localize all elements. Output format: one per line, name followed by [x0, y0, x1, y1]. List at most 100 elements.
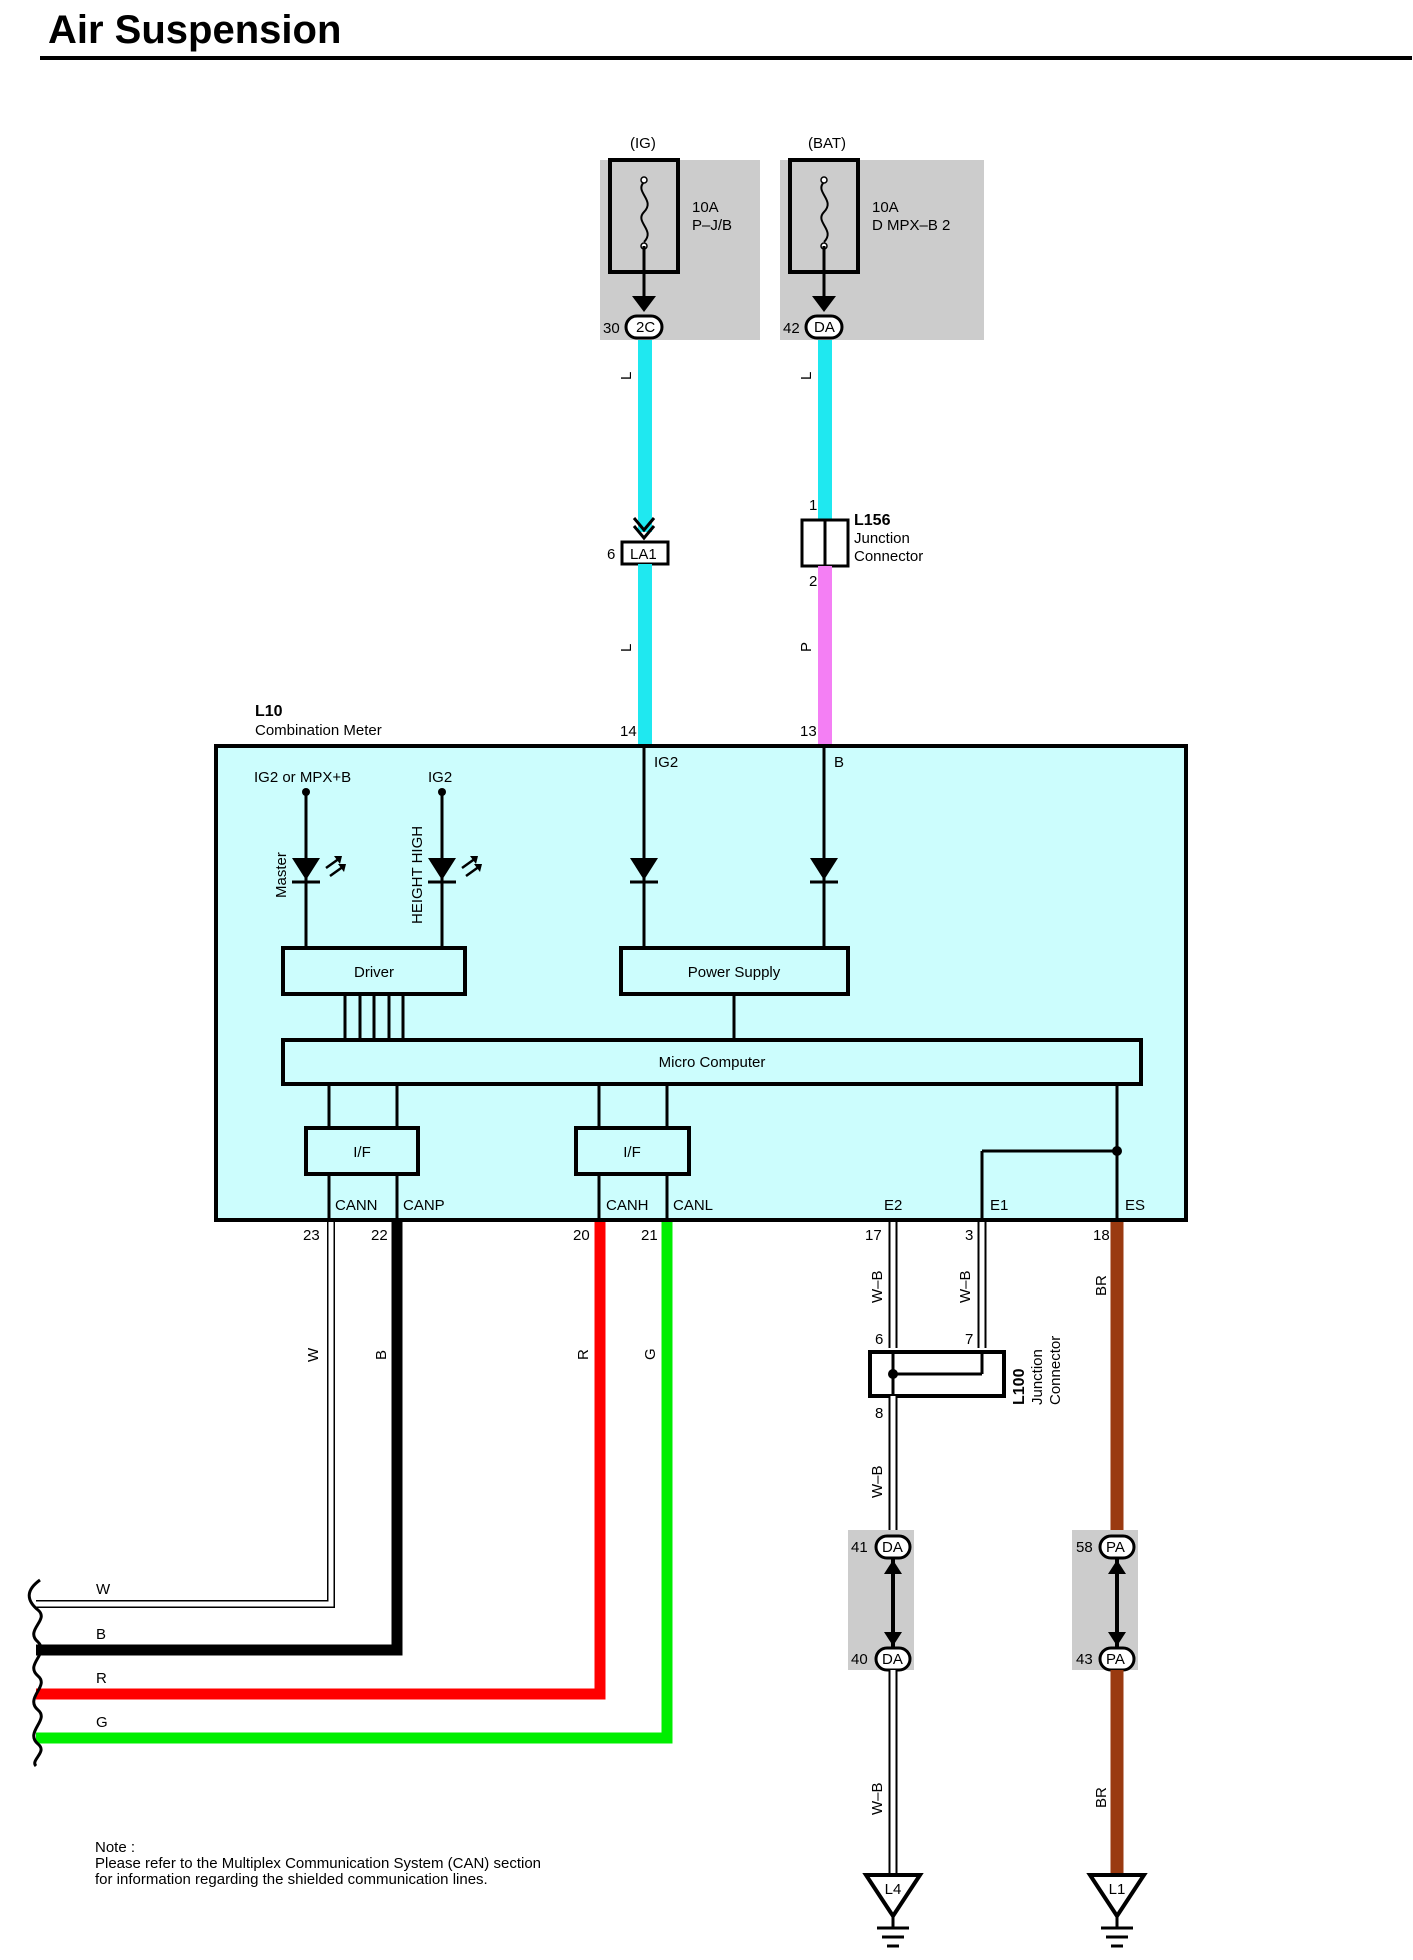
- connector-da-top: [804, 314, 844, 340]
- driver-label: Driver: [354, 964, 394, 981]
- connector-l156-name1: Junction: [854, 530, 910, 547]
- supply-label-2: IG2: [428, 769, 452, 786]
- wire-bat-lower-label: P: [798, 642, 815, 652]
- page-title: Air Suspension: [48, 8, 342, 52]
- bus-r-label: R: [96, 1670, 107, 1687]
- connector-l100-id: L100: [1011, 1368, 1028, 1405]
- wire-l100-out-label: W–B: [869, 1465, 886, 1498]
- connector-pa-upper-label: PA: [1106, 1539, 1125, 1556]
- meter-b-label: B: [834, 754, 844, 771]
- pin-l100-7: 7: [965, 1331, 973, 1348]
- fuse-ig-source: (IG): [630, 135, 656, 152]
- meter-name: Combination Meter: [255, 722, 382, 739]
- connector-l156-name2: Connector: [854, 548, 923, 565]
- fuse-bat-shade: [780, 160, 984, 340]
- supply-label-1: IG2 or MPX+B: [254, 769, 351, 786]
- bus-w-label: W: [96, 1581, 111, 1598]
- lamp-height-high: HEIGHT HIGH: [409, 788, 482, 948]
- meter-ig2-label: IG2: [654, 754, 678, 771]
- connector-l100-name2: Connector: [1047, 1336, 1064, 1405]
- pin-21: 21: [641, 1227, 658, 1244]
- pin-l156-2: 2: [809, 573, 817, 590]
- wire-ig-upper: [638, 340, 652, 532]
- wire-es-label: BR: [1093, 1275, 1110, 1296]
- wire-l4-label: W–B: [869, 1782, 886, 1815]
- pin-30: 30: [603, 320, 620, 337]
- shield-break-symbol: [27, 1578, 43, 1768]
- bus-g-label: G: [96, 1714, 108, 1731]
- fuse-ig-rating: 10A: [692, 199, 719, 216]
- meter-canh-label: CANH: [606, 1197, 649, 1214]
- interface-2-block: [574, 1126, 691, 1176]
- interface-1-block: [304, 1126, 420, 1176]
- ground-l4-label: L4: [885, 1881, 902, 1898]
- ground-l4: L4: [862, 1873, 924, 1948]
- diode-b: [810, 746, 838, 948]
- connector-da-upper-label: DA: [882, 1539, 903, 1556]
- micro-computer-block: [281, 1038, 1143, 1086]
- wire-w-label: W: [305, 1347, 322, 1362]
- meter-id: L10: [255, 703, 283, 720]
- wire-bat-lower: [818, 566, 832, 746]
- wire-ig-lower-label: L: [618, 644, 635, 652]
- connector-l100-name1: Junction: [1029, 1349, 1046, 1405]
- note: Note : Please refer to the Multiplex Com…: [95, 1840, 541, 1888]
- fuse-bat-source: (BAT): [808, 135, 846, 152]
- driver-bus: [343, 994, 405, 1040]
- ground-l1: L1: [1086, 1873, 1148, 1948]
- wire-g: [36, 1222, 673, 1744]
- wire-ig-upper-label: L: [618, 372, 635, 380]
- ground-l1-label: L1: [1109, 1881, 1126, 1898]
- la1-arrows: [632, 517, 656, 541]
- fuse-ig-name: P–J/B: [692, 217, 732, 234]
- pin-la1-6: 6: [607, 546, 615, 563]
- lamp-height-high-label: HEIGHT HIGH: [409, 826, 426, 924]
- wire-r-label: R: [575, 1349, 592, 1360]
- meter-e1-label: E1: [990, 1197, 1008, 1214]
- pin-pa-58: 58: [1076, 1539, 1093, 1556]
- wire-l1-label: BR: [1093, 1787, 1110, 1808]
- wire-r: [36, 1222, 606, 1700]
- pin-da-41: 41: [851, 1539, 868, 1556]
- power-supply-label: Power Supply: [688, 964, 781, 981]
- connector-pa-lower-label: PA: [1106, 1651, 1125, 1668]
- wire-bat-upper: [818, 340, 832, 520]
- wire-e1-label: W–B: [957, 1270, 974, 1303]
- micro-computer-label: Micro Computer: [659, 1054, 766, 1071]
- combination-meter: [214, 744, 1188, 1222]
- diode-ig2: [630, 746, 658, 948]
- meter-cann-label: CANN: [335, 1197, 378, 1214]
- lamp-master-label: Master: [273, 852, 290, 898]
- pin-13: 13: [800, 723, 817, 740]
- fuse-bat-rating: 10A: [872, 199, 899, 216]
- pin-l100-6: 6: [875, 1331, 883, 1348]
- connector-da-lower-label: DA: [882, 1651, 903, 1668]
- bus-b-label: B: [96, 1626, 106, 1643]
- pin-l156-1: 1: [809, 497, 817, 514]
- lamp-master: Master: [273, 788, 346, 948]
- pin-23: 23: [303, 1227, 320, 1244]
- title-rule: [40, 56, 1412, 60]
- pin-17: 17: [865, 1227, 882, 1244]
- wire-b-label: B: [373, 1350, 390, 1360]
- wire-b: [36, 1222, 403, 1656]
- note-heading: Note :: [95, 1839, 136, 1856]
- meter-es-label: ES: [1125, 1197, 1145, 1214]
- note-line-2: for information regarding the shielded c…: [95, 1871, 488, 1888]
- pin-14: 14: [620, 723, 637, 740]
- meter-canl-label: CANL: [673, 1197, 713, 1214]
- connector-2c: [624, 314, 664, 340]
- interface-2-label: I/F: [623, 1144, 641, 1161]
- connector-l156-id: L156: [854, 512, 891, 529]
- pin-3: 3: [965, 1227, 973, 1244]
- wire-ig-lower: [638, 564, 652, 746]
- interface-1-label: I/F: [353, 1144, 371, 1161]
- pin-42: 42: [783, 320, 800, 337]
- connector-2c-label: 2C: [636, 319, 655, 336]
- fuse-ig-element: [640, 181, 649, 243]
- pin-20: 20: [573, 1227, 590, 1244]
- fuse-bat: (BAT) 10A D MPX–B 2 DA 42: [780, 135, 984, 340]
- wire-w: [36, 1222, 335, 1608]
- pin-da-40: 40: [851, 1651, 868, 1668]
